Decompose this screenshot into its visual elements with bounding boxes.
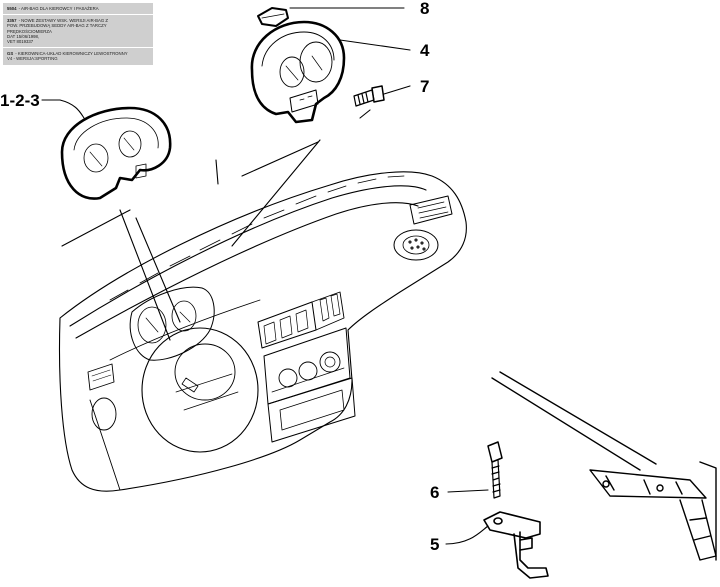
bracket-part	[483, 511, 549, 579]
note-line: V4 - WERSJA:SPORTING	[7, 56, 58, 62]
note-3357: 3357- NOWE ZESTAWY WSK. WERSJI AIR-BAG Z…	[3, 15, 153, 49]
callout-6: 6	[430, 483, 439, 502]
callout-5: 5	[430, 535, 439, 554]
callout-4: 4	[420, 41, 430, 60]
steering-column-bracket	[491, 371, 717, 561]
leader-6	[447, 489, 489, 493]
note-line: - AIR-BAG DLA KIEROWCY I PASAŻERA	[18, 6, 99, 11]
screw-part	[353, 85, 385, 107]
note-line: - KIEROWNICA-UKŁAD KIEROWNICZY LEWOSTRON…	[15, 51, 128, 57]
instrument-hood-part	[250, 20, 346, 124]
note-line: POW. PRZEBUDOWĄ SEDDY AIR-BAG Z TARCZY	[7, 23, 107, 29]
bolt-part	[487, 441, 503, 499]
note-line: - NOWE ZESTAWY WSK. WERSJI AIR-BAG Z	[18, 18, 109, 24]
instrument-cluster-part	[60, 106, 172, 200]
note-line: VET 8019337	[7, 39, 34, 45]
callout-1-2-3: 1-2-3	[0, 91, 40, 110]
note-gs: GS- KIEROWNICA-UKŁAD KIEROWNICZY LEWOSTR…	[3, 48, 153, 66]
note-code: 5504	[7, 6, 17, 11]
leader-4	[339, 39, 411, 51]
note-code: 3357	[7, 18, 17, 24]
notes-panel: 5504- AIR-BAG DLA KIEROWCY I PASAŻERA 33…	[3, 3, 153, 66]
leader-lines	[41, 7, 489, 545]
dashboard	[58, 171, 467, 492]
clip-part	[257, 7, 289, 27]
note-5504: 5504- AIR-BAG DLA KIEROWCY I PASAŻERA	[3, 3, 153, 16]
leader-5	[445, 525, 489, 545]
leader-cluster	[119, 209, 171, 341]
note-line: PRĘDKOŚCIOMIERZA	[7, 28, 52, 34]
callout-8: 8	[420, 0, 429, 18]
leader-7	[383, 85, 411, 95]
note-code: GS	[7, 51, 14, 57]
leader-hood	[231, 139, 321, 247]
callouts: 8 4 7 1-2-3 6 5	[0, 0, 439, 554]
callout-7: 7	[420, 77, 429, 96]
note-line: DAT 15/06/1998,	[7, 33, 40, 39]
leader-123	[41, 99, 85, 119]
